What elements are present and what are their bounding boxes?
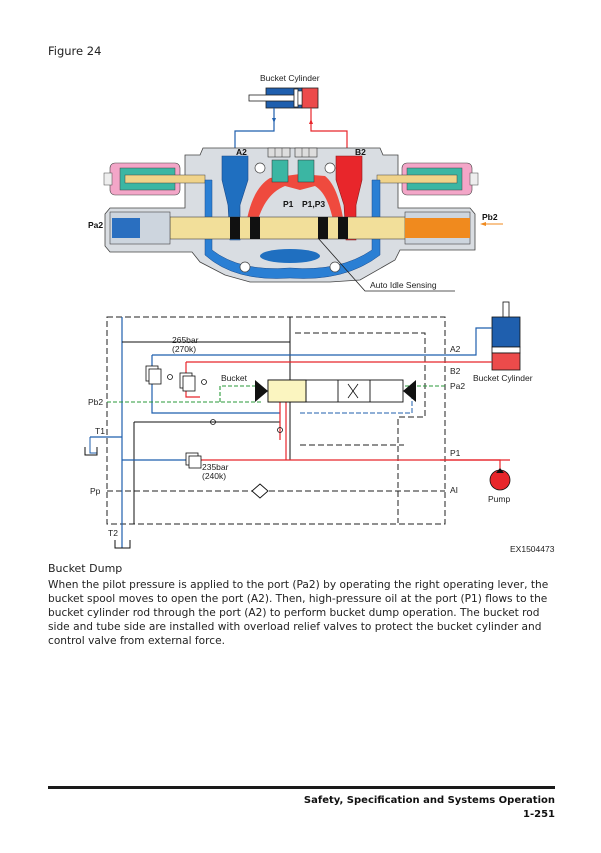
relief-265-k: (270k) [172, 344, 196, 354]
page-number: 1-251 [523, 809, 555, 820]
port-right-b2: B2 [450, 366, 461, 376]
schematic-spool [255, 379, 416, 403]
schematic-bucket-cylinder [491, 301, 521, 371]
cutaway-port-pb2: Pb2 [482, 212, 498, 222]
port-right-p1: P1 [450, 448, 461, 458]
left-relief-valve [103, 162, 206, 196]
relief-valve-235 [185, 452, 202, 469]
cutaway-spool [169, 216, 421, 240]
port-right-pa2: Pa2 [450, 381, 465, 391]
right-relief-valve [376, 162, 479, 196]
relief-265-bar: 265bar [172, 335, 199, 345]
port-left-pp: Pp [90, 486, 101, 496]
hydraulic-diagram: Bucket Cylinder [84, 73, 555, 554]
relief-valve-overload [179, 372, 207, 392]
cutaway-port-pa2: Pa2 [88, 220, 103, 230]
cutaway-port-p1: P1 [283, 199, 294, 209]
footer-rule [48, 786, 555, 789]
cutaway-view: Bucket Cylinder [88, 73, 503, 292]
section-body: When the pilot pressure is applied to th… [48, 579, 549, 647]
pump-label: Pump [488, 494, 510, 504]
relief-235-k: (240k) [202, 471, 226, 481]
port-right-a2: A2 [450, 344, 461, 354]
figure-image-id: EX1504473 [510, 544, 555, 554]
figure-label: Figure 24 [48, 44, 102, 58]
cutaway-cylinder-label: Bucket Cylinder [260, 73, 320, 83]
footer-title: Safety, Specification and Systems Operat… [303, 795, 555, 806]
relief-235-bar: 235bar [202, 462, 229, 472]
port-left-t2: T2 [108, 528, 118, 538]
port-right-ai: AI [450, 485, 458, 495]
line-a2-cutaway [234, 108, 275, 150]
valve-bolts [267, 147, 318, 158]
port-left-t1: T1 [95, 426, 105, 436]
line-b2-cutaway [310, 108, 348, 150]
auto-idle-sensing-callout: Auto Idle Sensing [370, 280, 437, 290]
port-left-pb2: Pb2 [88, 397, 103, 407]
cutaway-port-b2: B2 [355, 147, 366, 157]
schematic-view [84, 301, 521, 549]
section-title: Bucket Dump [48, 562, 123, 575]
schematic-cylinder-label: Bucket Cylinder [473, 373, 533, 383]
cutaway-port-p1p3: P1,P3 [302, 199, 325, 209]
cutaway-bucket-cylinder [248, 87, 319, 109]
spool-label-bucket: Bucket [221, 373, 248, 383]
relief-valve-265 [145, 365, 173, 385]
cutaway-port-a2: A2 [236, 147, 247, 157]
